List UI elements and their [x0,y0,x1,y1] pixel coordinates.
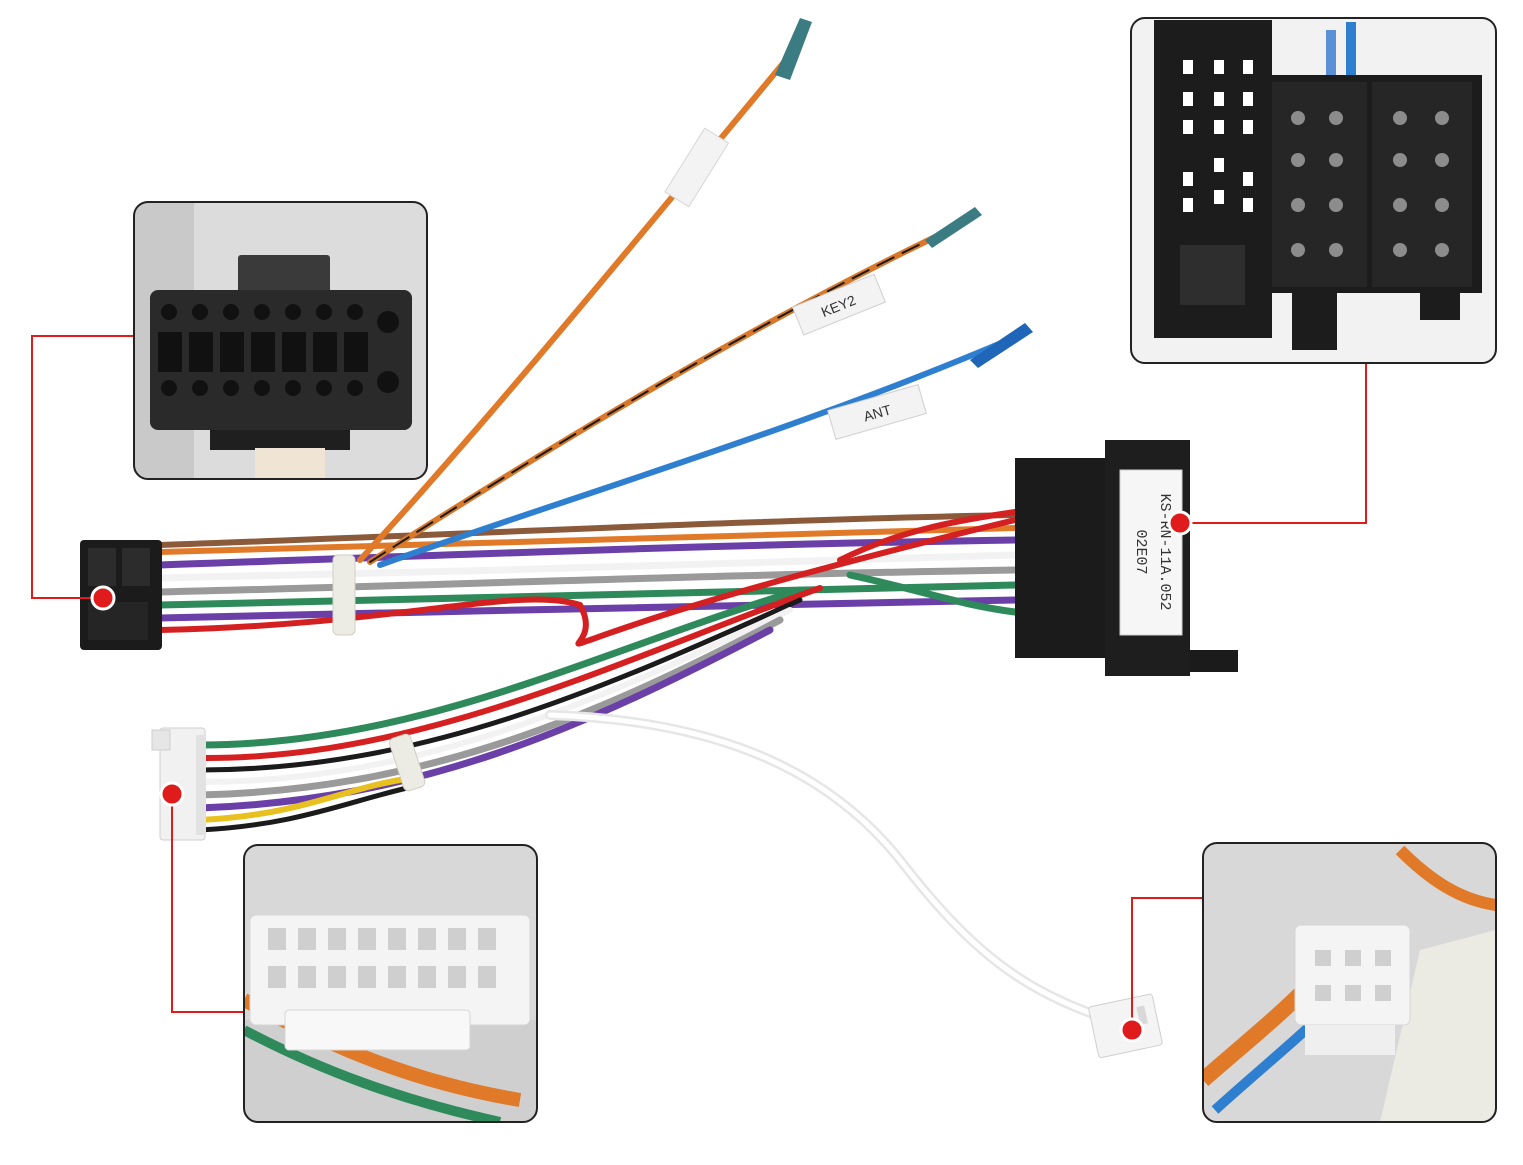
inset-white-20-pin [243,844,538,1123]
tip-key2 [925,207,982,248]
cable-tie-left [332,554,356,636]
wire-red [157,517,1018,647]
tip-orange [775,18,812,80]
inset-iso-connector [1130,17,1497,364]
callout-dot-small-white [1119,1017,1145,1043]
callout-dots [90,510,1193,1043]
ant-sticker: ANT [827,384,927,440]
wire-white-long-edge [547,712,1113,1023]
key2-sticker: KEY2 [791,273,886,336]
wire-low-white [197,607,793,785]
wire-white-long [545,710,1115,1025]
wire-low-black-2 [197,782,423,833]
ant-label: ANT [862,401,894,424]
orange-wire-sticker [664,127,730,208]
wire-low-green [196,586,804,749]
wire-low-black [197,597,803,773]
canbus-sticker [1119,469,1183,636]
tip-ant [970,323,1033,368]
wire-low-yellow [197,777,403,823]
inset-small-white-connector [1202,842,1497,1123]
wire-red-2 [837,509,1018,563]
wire-grey [156,566,1019,596]
wire-orange-bundle [157,525,1018,555]
wire-low-purple [196,626,774,812]
callout-dot-canbus [1167,510,1193,536]
callout-lines [31,335,1367,1030]
wire-brown [157,512,1018,548]
canbus-connector: KS-RN-11A.052 02E07 [1015,440,1238,676]
canbus-sticker-line2: 02E07 [1132,529,1149,574]
canbus-sticker-line1: KS-RN-11A.052 [1156,493,1173,610]
harness-wires [156,52,1115,1025]
wire-tips [775,18,1033,368]
wire-orange-black-stripe [369,224,961,563]
inset-radio-16-pin [133,201,428,480]
wire-purple-2 [156,596,1019,622]
cable-tie-low [388,733,426,792]
callout-dot-white-20 [159,781,185,807]
wire-green-2 [846,571,1019,616]
wire-blue-ant [377,332,1023,568]
wire-low-red [197,585,823,762]
radio-16-pin-connector [80,540,162,650]
wire-green [156,581,1019,609]
wire-white [156,551,1019,582]
wire-low-grey [196,616,784,799]
callout-dot-radio [90,585,116,611]
